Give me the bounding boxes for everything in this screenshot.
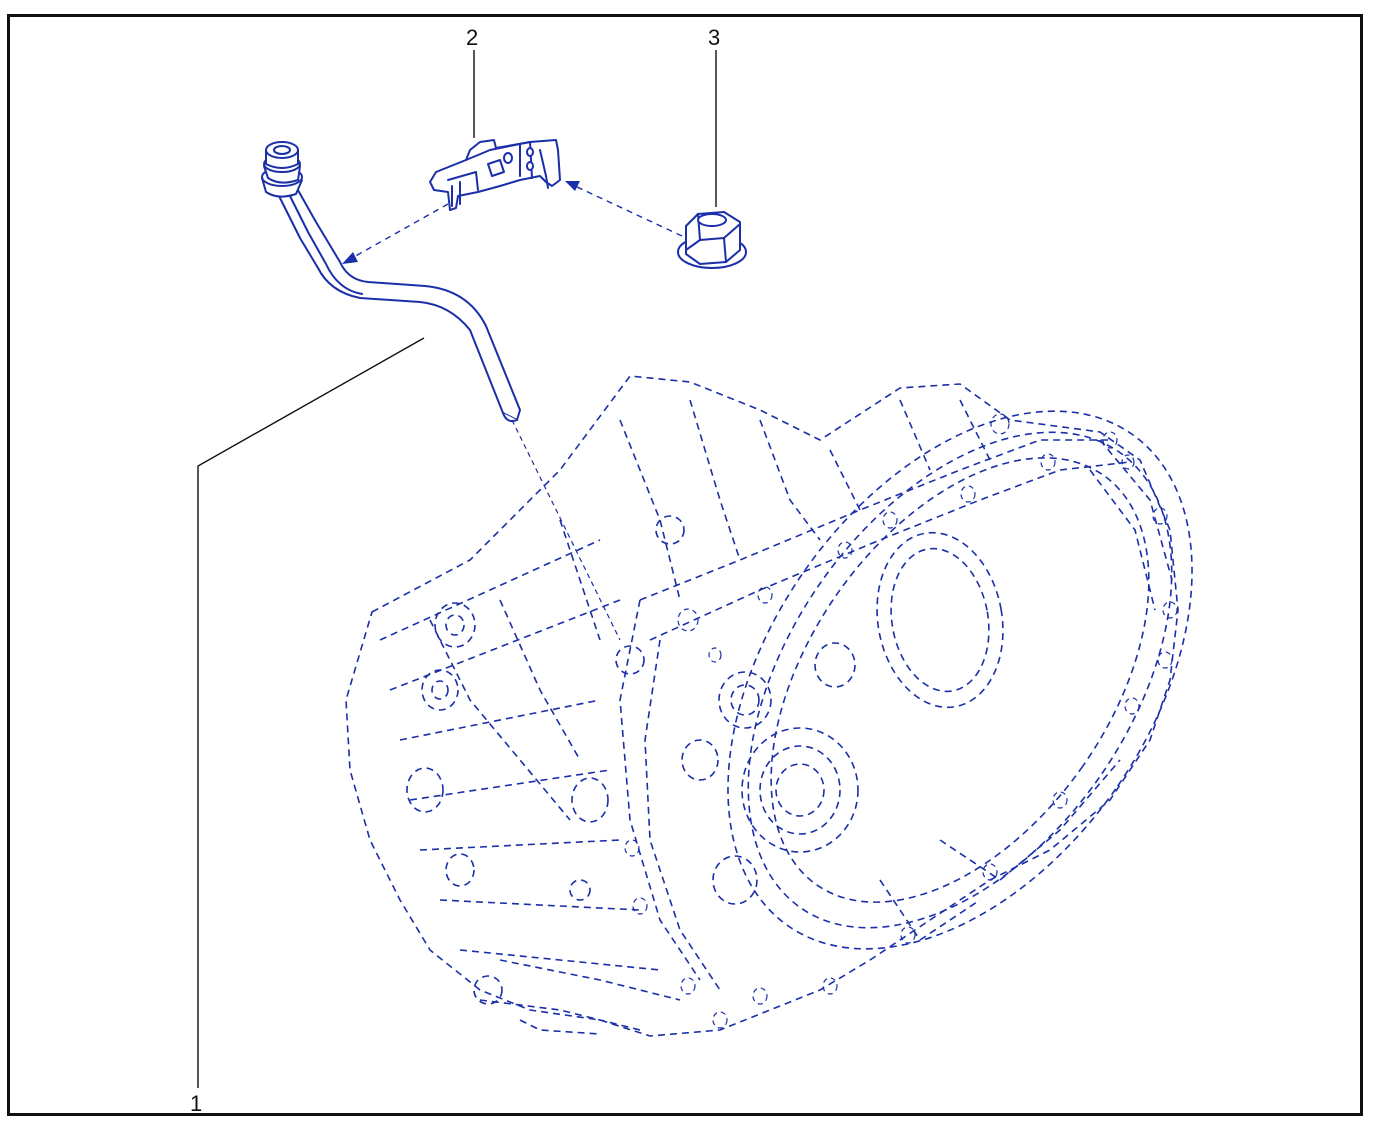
part-2-bracket	[429, 139, 561, 211]
assembly-arrows	[342, 181, 683, 641]
callout-3: 3	[708, 25, 720, 207]
callout-label-2: 2	[466, 25, 478, 50]
callout-label-3: 3	[708, 25, 720, 50]
part-1-tube	[261, 141, 521, 423]
part-3-nut	[677, 211, 747, 269]
callout-1: 1	[190, 337, 425, 1116]
transmission-housing	[345, 375, 1193, 1037]
callout-label-1: 1	[190, 1091, 202, 1116]
callout-2: 2	[466, 25, 478, 138]
diagram-frame	[7, 14, 1363, 1116]
